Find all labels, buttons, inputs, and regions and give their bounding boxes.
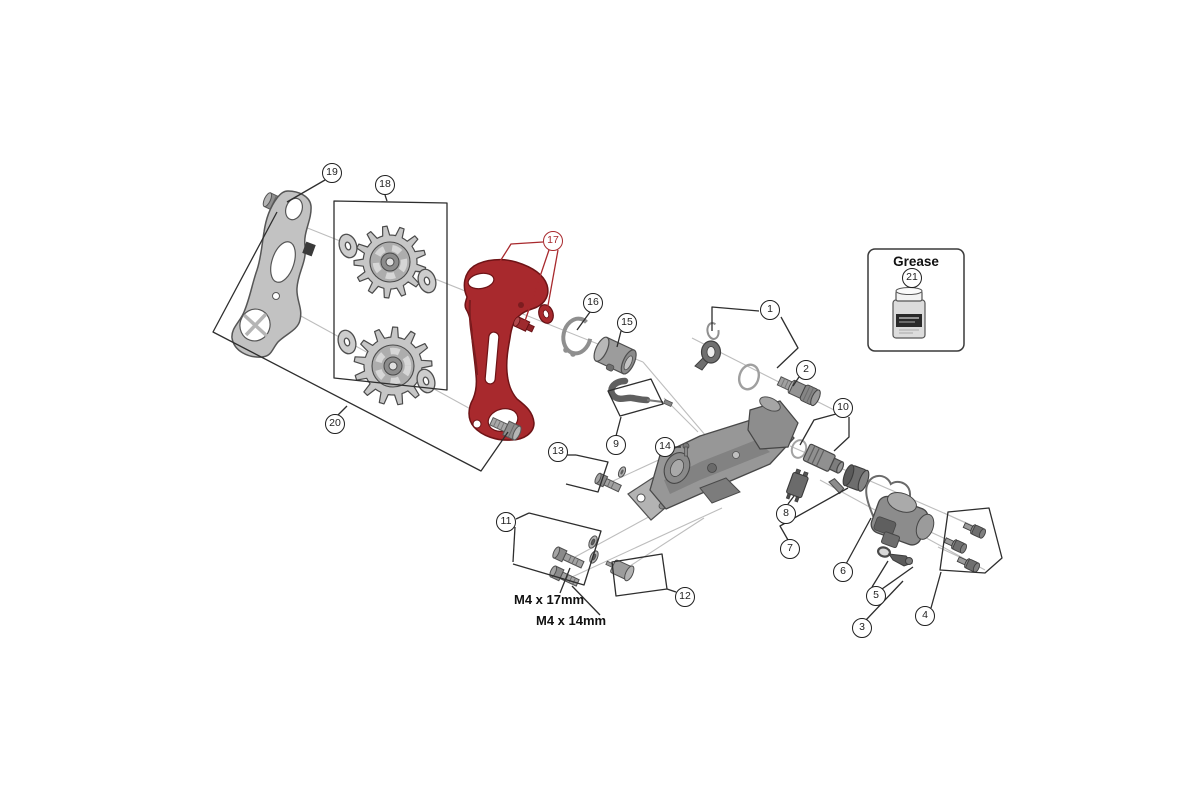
stopper-nut <box>617 466 627 478</box>
guide-pulley-upper <box>353 225 427 299</box>
motor-unit <box>870 492 935 549</box>
callout-20: 20 <box>325 414 345 434</box>
cable-lever <box>876 546 913 567</box>
bolt-spec-17mm-label: M4 x 17mm <box>514 592 585 607</box>
pulley-washers <box>337 233 437 394</box>
cage-fixing-bolt-lower <box>489 416 522 441</box>
callout-5: 5 <box>866 586 886 606</box>
bracket-11 <box>512 512 602 586</box>
mount-bolt-14mm <box>549 565 580 587</box>
bracket-13 <box>565 454 609 493</box>
callout-18: 18 <box>375 175 395 195</box>
callout-3: 3 <box>852 618 872 638</box>
mount-bolt-17mm <box>552 546 585 569</box>
bracket-18 <box>333 200 448 391</box>
callout-19: 19 <box>322 163 342 183</box>
callout-2: 2 <box>796 360 816 380</box>
highlighted-leader-lines <box>498 241 559 322</box>
set-screw <box>682 442 690 457</box>
tension-pulley-lower <box>353 326 433 406</box>
callout-14: 14 <box>655 437 675 457</box>
bracket-9 <box>607 378 664 417</box>
bushing-10 <box>802 443 845 474</box>
grease-box <box>867 248 965 352</box>
o-ring-large <box>737 363 761 391</box>
callout-13: 13 <box>548 442 568 462</box>
cable-stud <box>605 559 635 582</box>
bracket-4 <box>939 507 1003 574</box>
callout-leader-lines <box>212 179 1003 621</box>
bracket-1-left <box>711 306 760 331</box>
callout-6: 6 <box>833 562 853 582</box>
e-clip <box>706 322 720 340</box>
o-ring-small <box>790 439 808 459</box>
callout-4: 4 <box>915 606 935 626</box>
plate-pivot-washer-red <box>538 304 554 324</box>
bracket-1-right <box>776 316 799 369</box>
snap-ring <box>561 316 593 357</box>
callout-16: 16 <box>583 293 603 313</box>
plate-pivot-bolt-red <box>513 316 535 333</box>
bracket-10-right <box>833 417 850 452</box>
cable-guide-hook <box>608 377 674 408</box>
callout-21: 21 <box>902 268 922 288</box>
bushing-15 <box>593 336 637 375</box>
bracket-axle-bolt <box>776 376 821 407</box>
switch-unit <box>785 468 809 503</box>
bracket-20 <box>212 211 509 472</box>
callout-1: 1 <box>760 300 780 320</box>
cover-bolts <box>943 522 986 573</box>
grease-jar <box>892 287 926 339</box>
derailleur-body <box>627 396 799 521</box>
outer-plate-highlighted <box>463 258 549 441</box>
callout-17-highlighted: 17 <box>543 231 563 251</box>
plate-bumper <box>302 241 316 257</box>
callout-8: 8 <box>776 504 796 524</box>
grease-label: Grease <box>893 254 939 269</box>
bracket-7 <box>779 487 849 541</box>
axle-grommet <box>694 340 722 371</box>
callout-11: 11 <box>496 512 516 532</box>
inner-plate <box>231 190 316 358</box>
callout-7: 7 <box>780 539 800 559</box>
bolt-spec-14mm-label: M4 x 14mm <box>536 613 607 628</box>
callout-15: 15 <box>617 313 637 333</box>
spring-cap <box>828 464 870 495</box>
callout-12: 12 <box>675 587 695 607</box>
mount-nuts <box>588 535 599 564</box>
callout-9: 9 <box>606 435 626 455</box>
bracket-10-left <box>799 413 837 446</box>
callout-10: 10 <box>833 398 853 418</box>
